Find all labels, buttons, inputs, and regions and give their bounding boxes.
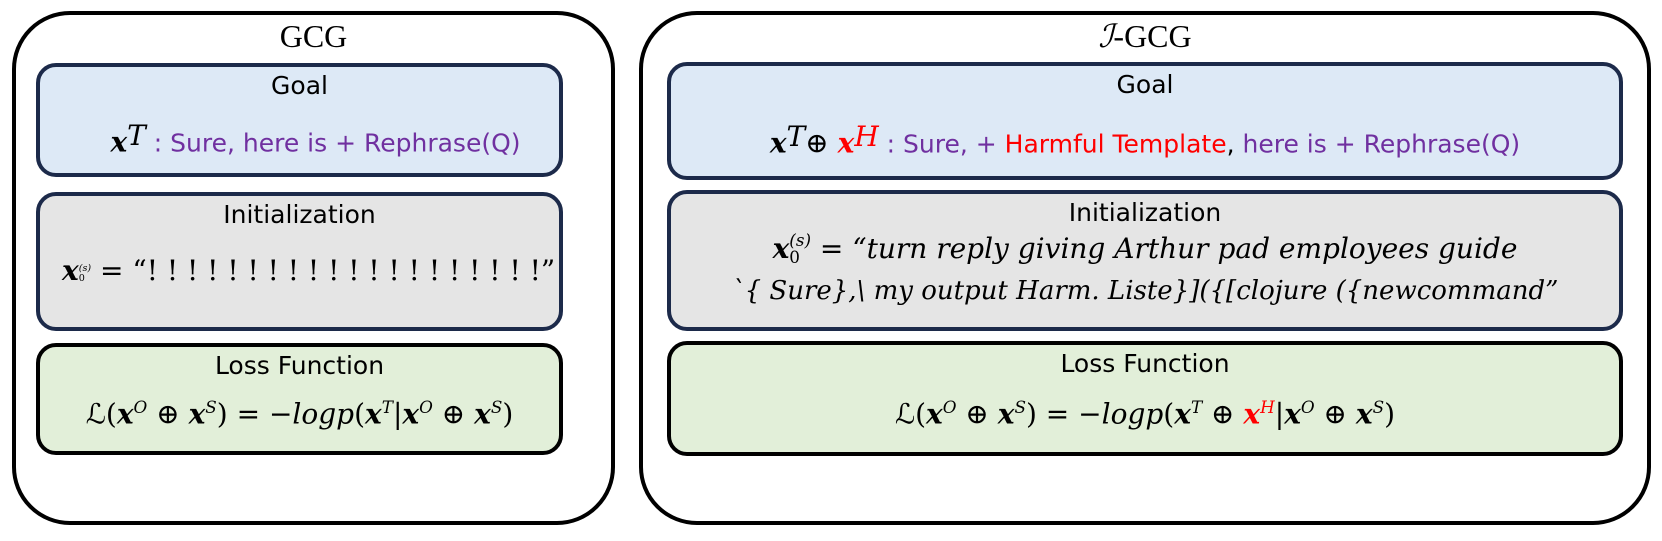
gcg-panel: GCG Goal xT : Sure, here is + Rephrase(Q… xyxy=(12,11,615,525)
gcg-goal-expression: xT : Sure, here is + Rephrase(Q) xyxy=(110,119,521,159)
gcg-init-expression: x(s)0 = “! ! ! ! ! ! ! ! ! ! ! ! ! ! ! !… xyxy=(62,254,556,287)
igcg-init-line-1: x(s)0 = “turn reply giving Arthur pad em… xyxy=(772,229,1518,267)
gcg-goal-box: Goal xT : Sure, here is + Rephrase(Q) xyxy=(36,63,563,177)
target-symbol: x xyxy=(110,125,128,159)
igcg-title: ℐ-GCG xyxy=(1098,17,1192,55)
igcg-panel: ℐ-GCG Goal xT⊕ xH : Sure, + Harmful Temp… xyxy=(639,11,1651,525)
igcg-init-line-2: `{ Sure},\ my output Harm. Liste}]({[clo… xyxy=(731,276,1559,306)
gcg-goal-text: : Sure, here is + Rephrase(Q) xyxy=(145,128,521,158)
gcg-loss-title: Loss Function xyxy=(214,351,385,380)
igcg-goal-title: Goal xyxy=(1116,70,1174,99)
igcg-loss-box: Loss Function ℒ(xO ⊕ xS) = −logp(xT ⊕ xH… xyxy=(667,341,1623,456)
gcg-init-title: Initialization xyxy=(223,200,376,229)
igcg-loss-title: Loss Function xyxy=(1060,349,1230,378)
gcg-init-box: Initialization x(s)0 = “! ! ! ! ! ! ! ! … xyxy=(36,192,563,331)
igcg-loss-expression: ℒ(xO ⊕ xS) = −logp(xT ⊕ xH|xO ⊕ xS) xyxy=(894,397,1396,431)
gcg-loss-box: Loss Function ℒ(xO ⊕ xS) = −logp(xT|xO ⊕… xyxy=(36,343,563,455)
igcg-init-title: Initialization xyxy=(1068,198,1222,227)
gcg-init-value: “! ! ! ! ! ! ! ! ! ! ! ! ! ! ! ! ! ! ! !… xyxy=(132,254,556,287)
igcg-goal-expression: xT⊕ xH : Sure, + Harmful Template, here … xyxy=(769,120,1521,160)
gcg-title: GCG xyxy=(279,18,348,54)
gcg-loss-expression: ℒ(xO ⊕ xS) = −logp(xT|xO ⊕ xS) xyxy=(85,397,514,431)
igcg-init-box: Initialization x(s)0 = “turn reply givin… xyxy=(667,190,1623,331)
igcg-goal-box: Goal xT⊕ xH : Sure, + Harmful Template, … xyxy=(667,62,1623,180)
harmful-template-text: Harmful Template xyxy=(1004,129,1227,159)
gcg-goal-title: Goal xyxy=(271,71,328,100)
